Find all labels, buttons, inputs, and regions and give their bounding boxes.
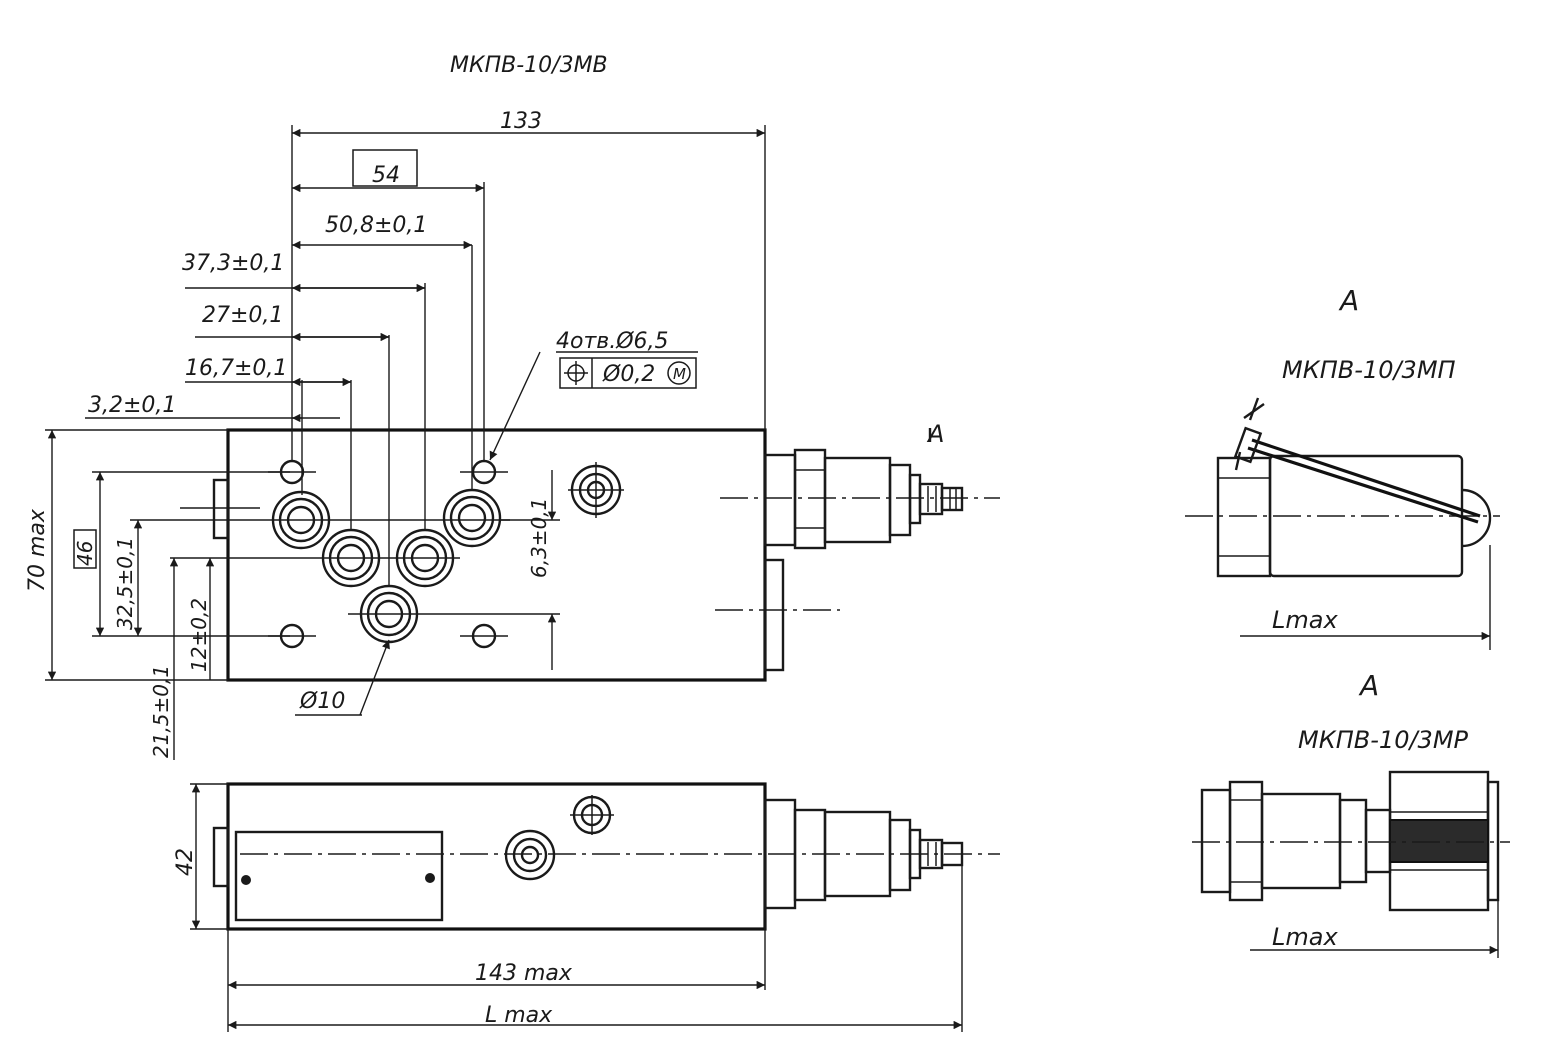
view-a-mp: A МКПВ-10/3МП Lmax bbox=[1185, 284, 1500, 650]
view-a-title-mr: МКПВ-10/3МР bbox=[1298, 726, 1469, 754]
tolerance-value: Ø0,2 bbox=[602, 362, 655, 387]
dim-37-3: 37,3±0,1 bbox=[182, 251, 284, 276]
adjuster-assembly-top bbox=[763, 448, 964, 550]
dim-143max: 143 max bbox=[475, 961, 573, 986]
dim-50-8: 50,8±0,1 bbox=[325, 213, 427, 238]
dim-27: 27±0,1 bbox=[202, 303, 283, 328]
dim-133: 133 bbox=[500, 109, 542, 134]
lmax-mp: Lmax bbox=[1272, 606, 1338, 634]
main-title: МКПВ-10/3МВ bbox=[450, 53, 608, 78]
view-a-label-1: A bbox=[1338, 284, 1359, 317]
side-clip bbox=[763, 558, 785, 672]
valve-body-top bbox=[226, 428, 767, 682]
dim-54: 54 bbox=[372, 163, 400, 188]
dim-lmax: L max bbox=[485, 1003, 553, 1028]
left-tab bbox=[212, 478, 230, 540]
lmax-mr: Lmax bbox=[1272, 923, 1338, 951]
view-a-mr: A МКПВ-10/3МР Lmax bbox=[1192, 669, 1510, 958]
dim-12: 12±0,2 bbox=[187, 598, 211, 672]
ports bbox=[271, 462, 624, 644]
top-view: МКПВ-10/3МВ bbox=[25, 53, 1000, 760]
side-view: 42 143 max L max bbox=[173, 782, 1000, 1032]
dim-32-5: 32,5±0,1 bbox=[113, 537, 137, 630]
holes-callout: 4отв.Ø6,5 bbox=[556, 329, 669, 354]
dim-16-7: 16,7±0,1 bbox=[185, 356, 287, 381]
dim-3-2: 3,2±0,1 bbox=[88, 393, 176, 418]
dim-6-3: 6,3±0,1 bbox=[527, 498, 551, 578]
dim-42: 42 bbox=[173, 848, 198, 876]
dim-21-5: 21,5±0,1 bbox=[149, 665, 173, 758]
dim-46: 46 bbox=[73, 541, 97, 566]
view-a-label-2: A bbox=[1358, 669, 1379, 702]
dim-d10: Ø10 bbox=[299, 689, 345, 714]
nameplate bbox=[234, 830, 444, 922]
dim-70max: 70 max bbox=[25, 508, 50, 592]
view-arrow-label: A bbox=[926, 420, 944, 448]
tolerance-modifier: M bbox=[673, 365, 686, 383]
view-a-title-mp: МКПВ-10/3МП bbox=[1282, 356, 1456, 384]
valve-body-side bbox=[226, 782, 767, 931]
